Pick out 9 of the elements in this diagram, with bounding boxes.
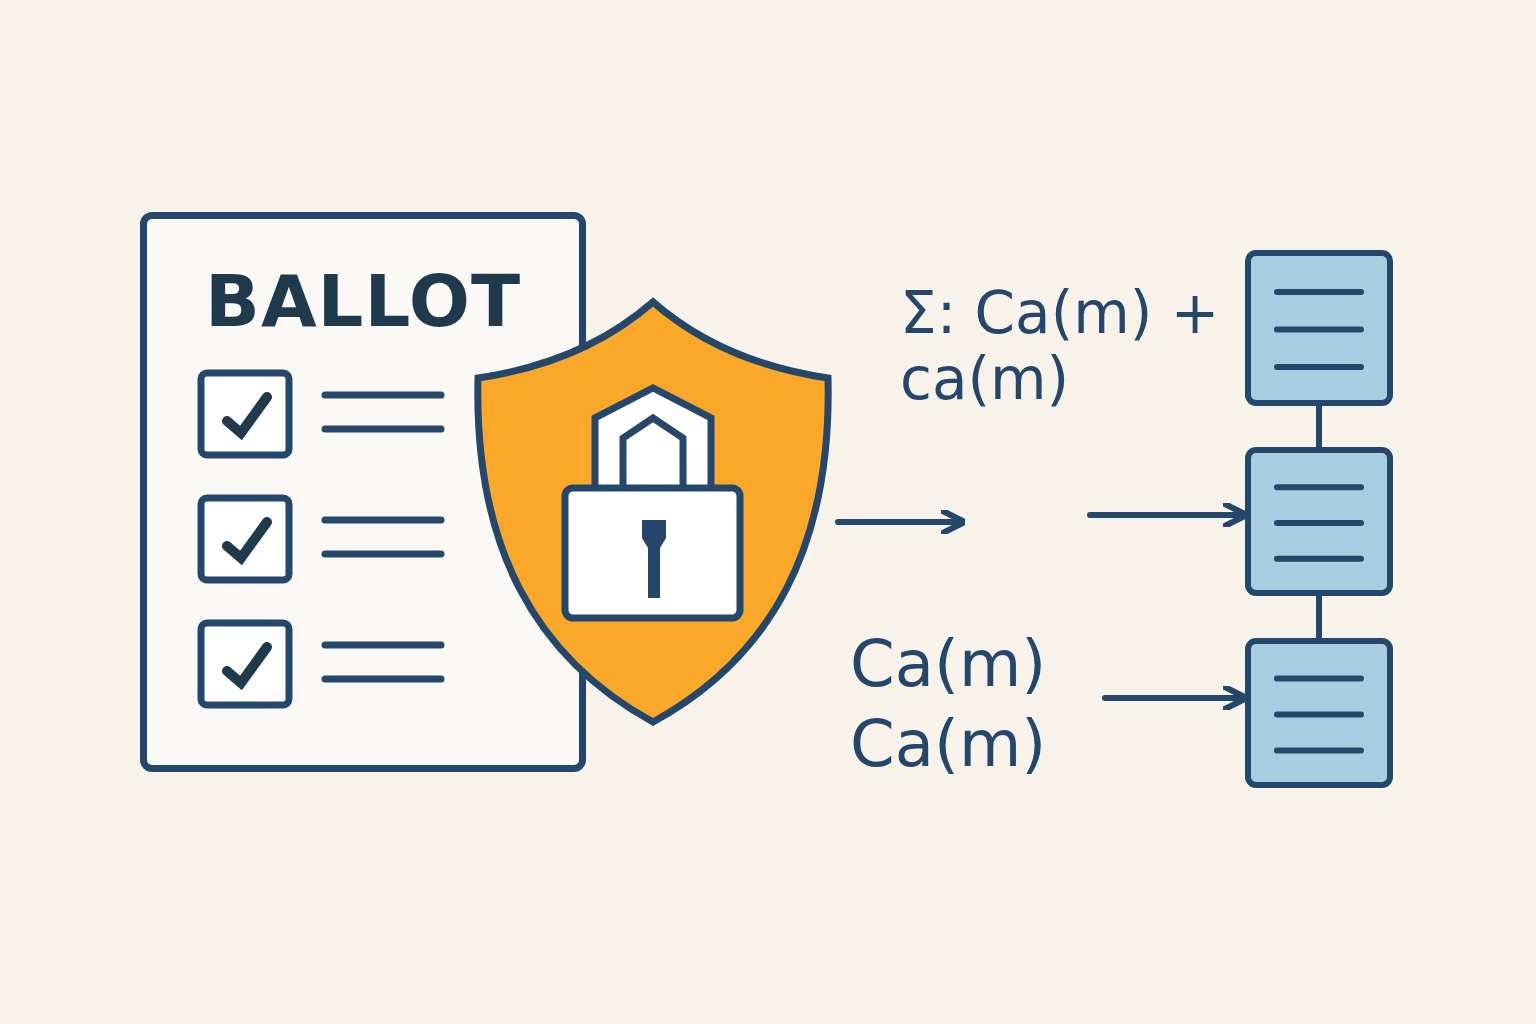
formula-text: Σ: Ca(m) + ca(m)	[900, 280, 1221, 412]
formula-text: Ca(m) Ca(m)	[850, 626, 1048, 783]
block-box	[1245, 447, 1393, 596]
connector-line	[1316, 403, 1322, 450]
ballot-title: BALLOT	[205, 259, 522, 343]
block-box	[1245, 250, 1393, 406]
block-box	[1245, 638, 1393, 788]
arrow	[835, 507, 968, 537]
connector-line	[1316, 593, 1322, 641]
